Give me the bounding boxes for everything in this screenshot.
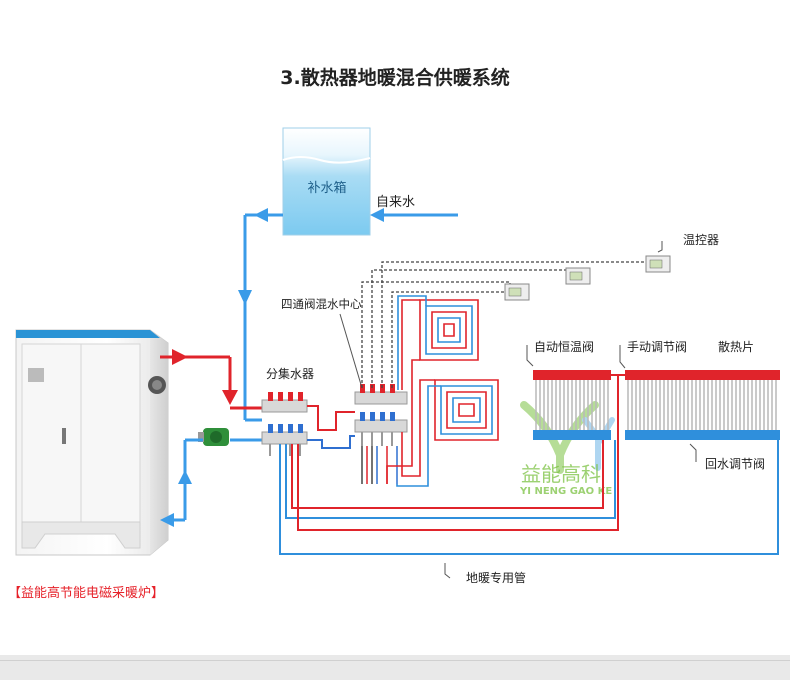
- radiator-label: 散热片: [718, 339, 754, 354]
- return-flow-arrow-left: [160, 513, 174, 527]
- manual-valve-label: 手动调节阀: [627, 340, 687, 354]
- manifold-label: 分集水器: [266, 366, 314, 381]
- mixing-center-leader: [339, 313, 363, 389]
- circulation-pump: [198, 428, 229, 446]
- watermark-text-cn: 益能高科: [521, 462, 601, 486]
- radiator-left: [533, 370, 611, 440]
- tap-water-inlet-pipe: [370, 208, 458, 222]
- footer-band: [0, 655, 790, 680]
- flow-arrow-left: [254, 208, 268, 222]
- manifold-to-mixer-hot: [307, 405, 355, 431]
- auto-valve-label: 自动恒温阀: [534, 340, 594, 354]
- hot-flow-arrow-down: [222, 390, 238, 405]
- flow-arrow-down: [238, 290, 252, 305]
- diagram-title: 3.散热器地暖混合供暖系统: [280, 66, 509, 89]
- return-valve-leader: [689, 443, 697, 462]
- footer-divider: [0, 660, 790, 661]
- hot-flow-arrow-right: [172, 349, 188, 365]
- auto-valve-leader: [526, 345, 534, 367]
- radiator-loop-pipes: [279, 374, 779, 555]
- radiator-right: [625, 370, 780, 440]
- floor-heating-coil-lower: [434, 379, 499, 441]
- return-flow-arrow-up: [178, 470, 192, 484]
- floor-pipe-leader: [444, 563, 451, 579]
- boiler-caption: 【益能高节能电磁采暖炉】: [8, 585, 164, 601]
- floor-pipe-label: 地暖专用管: [466, 570, 526, 585]
- return-valve-label: 回水调节阀: [705, 457, 765, 471]
- thermostat-device: [504, 255, 671, 301]
- tank-label: 补水箱: [307, 180, 346, 196]
- thermostat-wiring: [361, 261, 650, 388]
- manual-valve-leader: [619, 345, 626, 369]
- hot-water-supply-pipe: [160, 355, 232, 395]
- four-way-mixing-center: [354, 384, 408, 484]
- floor-coil-feed-pipes: [386, 295, 441, 487]
- thermostat-leader: [657, 241, 663, 253]
- mixing-center-label: 四通阀混水中心: [281, 297, 362, 311]
- make-up-water-tank: [282, 127, 371, 236]
- water-manifold: [261, 392, 308, 456]
- watermark-text-en: YI NENG GAO KE: [519, 486, 612, 497]
- return-water-pipe: [165, 438, 262, 522]
- tap-water-label: 自来水: [376, 195, 415, 210]
- thermostat-label: 温控器: [683, 233, 719, 247]
- tank-supply-pipe: [243, 213, 283, 422]
- manifold-to-mixer-cold: [307, 435, 355, 449]
- floor-heating-coil-upper: [419, 299, 479, 361]
- electromagnetic-boiler: [15, 329, 169, 556]
